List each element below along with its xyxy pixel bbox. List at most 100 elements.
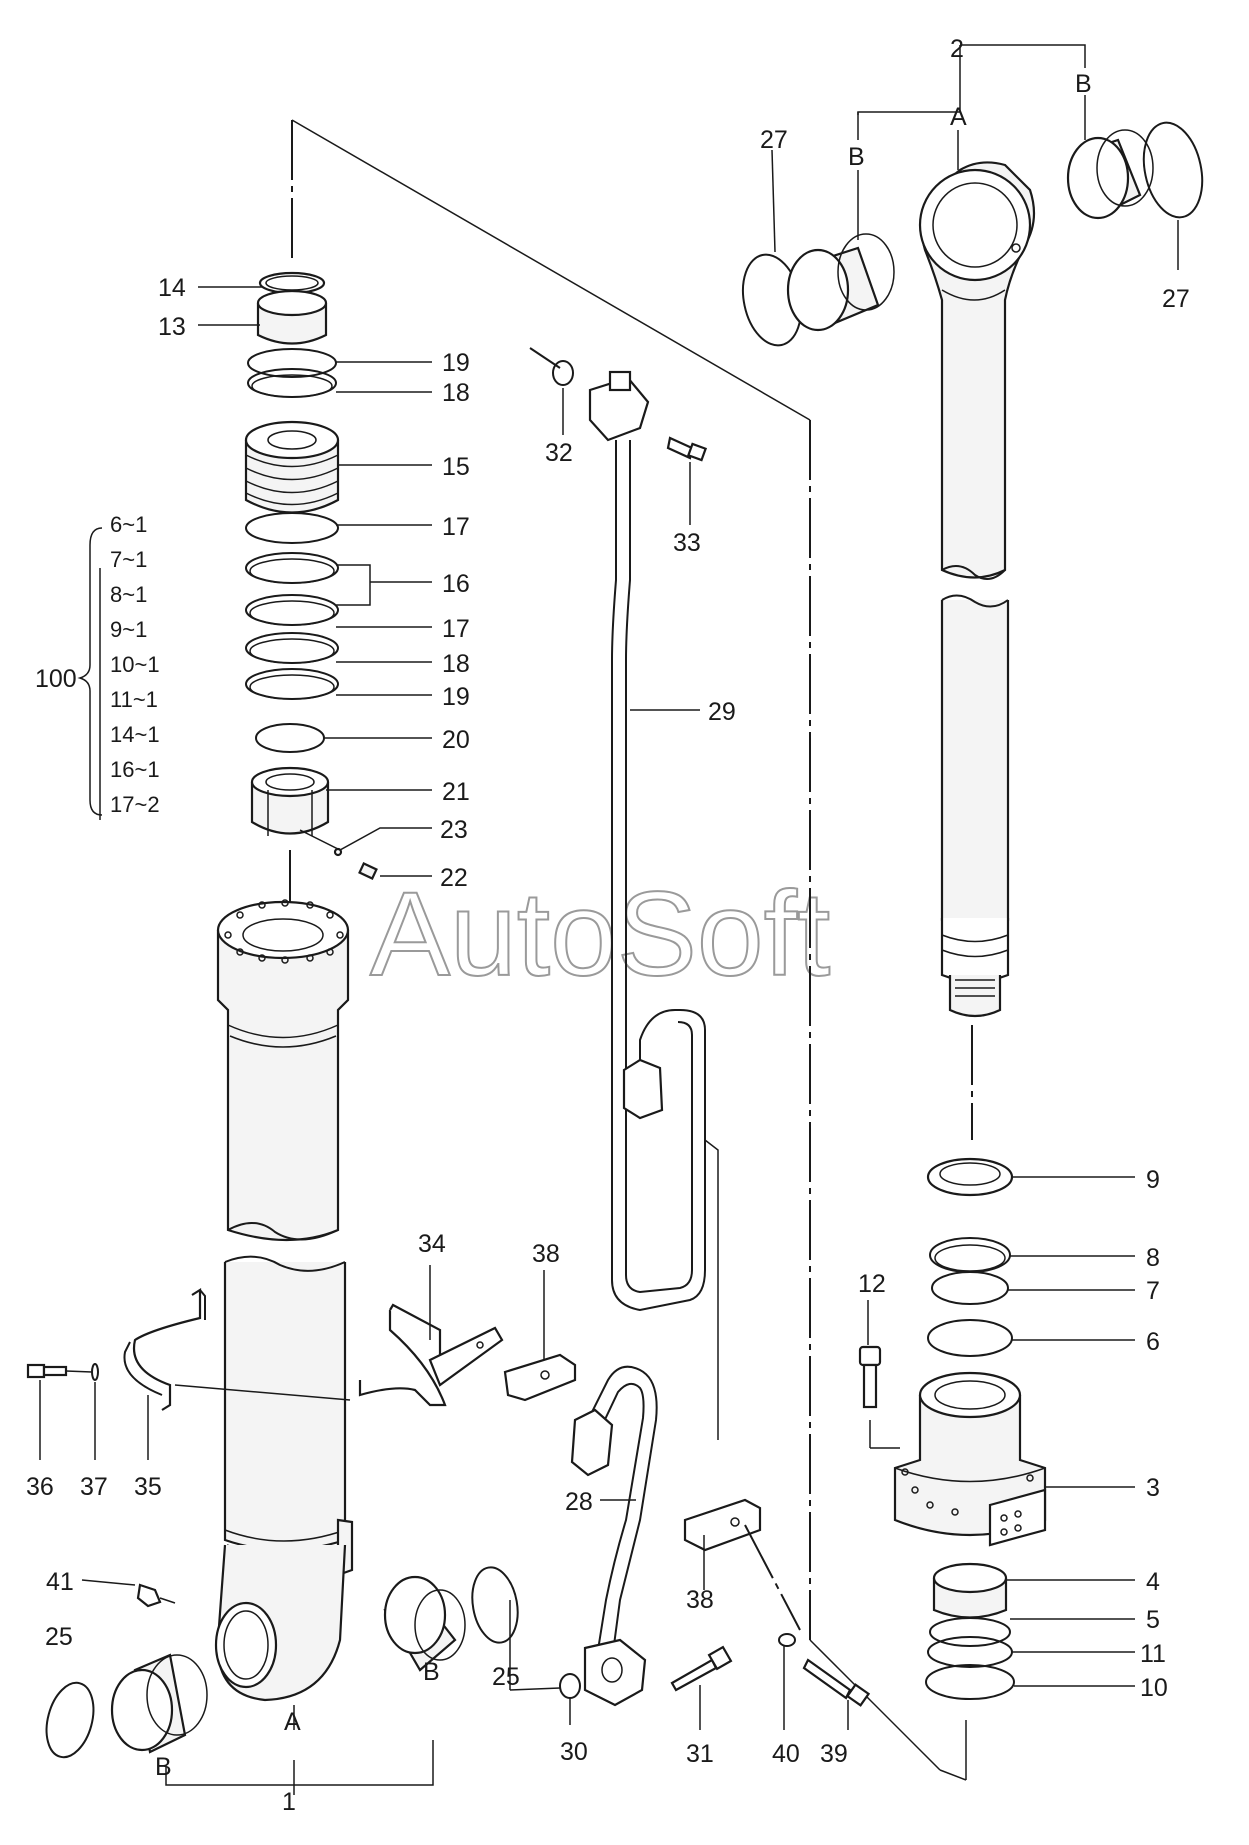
callout-33: 33 <box>673 529 701 557</box>
callout-40: 40 <box>772 1740 800 1768</box>
callout-4: 4 <box>1146 1568 1160 1596</box>
callout-18: 18 <box>442 379 470 407</box>
letter-b: B <box>423 1658 440 1686</box>
part-41-fitting <box>136 1583 176 1608</box>
watermark: AutoSoft <box>370 867 830 1001</box>
guide-line <box>809 1639 941 1771</box>
callout-6: 6 <box>1146 1328 1160 1356</box>
kit-item: 17~2 <box>110 792 160 817</box>
callout-27: 27 <box>1162 285 1190 313</box>
part-19-18-seals <box>247 348 337 398</box>
part-37-washer <box>91 1363 99 1381</box>
part-40-washer <box>778 1633 796 1647</box>
callout-35: 35 <box>134 1473 162 1501</box>
callout-30: 30 <box>560 1738 588 1766</box>
part-9-seal <box>926 1157 1014 1197</box>
callout-38: 38 <box>686 1586 714 1614</box>
part-12-bolt <box>858 1345 882 1409</box>
part-34-bracket <box>358 1303 504 1407</box>
callout-27: 27 <box>760 126 788 154</box>
bushing-b-right <box>383 1575 466 1672</box>
callout-23: 23 <box>440 816 468 844</box>
bushing-b-left <box>110 1653 208 1754</box>
callout-10: 10 <box>1140 1674 1168 1702</box>
callout-11: 11 <box>1140 1640 1166 1668</box>
part-28-hose <box>570 1365 658 1707</box>
callout-19: 19 <box>442 683 470 711</box>
callout-20: 20 <box>442 726 470 754</box>
kit-item: 10~1 <box>110 652 160 677</box>
part-27-ring-right <box>1142 121 1204 219</box>
part-5-ring <box>929 1617 1011 1647</box>
part-30-oring <box>559 1673 581 1699</box>
callout-32: 32 <box>545 439 573 467</box>
callout-8: 8 <box>1146 1244 1160 1272</box>
callout-29: 29 <box>708 698 736 726</box>
callout-12: 12 <box>858 1270 886 1298</box>
callout-1: 1 <box>282 1788 296 1816</box>
callout-15: 15 <box>442 453 470 481</box>
kit-item: 7~1 <box>110 547 147 572</box>
callout-38: 38 <box>532 1240 560 1268</box>
callout-21: 21 <box>442 778 470 806</box>
cylinder-tube <box>216 899 350 1242</box>
callout-3: 3 <box>1146 1474 1160 1502</box>
callout-36: 36 <box>26 1473 54 1501</box>
callout-5: 5 <box>1146 1606 1160 1634</box>
part-35-clamp <box>123 1288 206 1411</box>
callout-2: 2 <box>950 35 964 63</box>
callout-39: 39 <box>820 1740 848 1768</box>
part-7-ring <box>931 1271 1009 1305</box>
callout-28: 28 <box>565 1488 593 1516</box>
part-11-ring <box>927 1636 1013 1668</box>
letter-b: B <box>1075 70 1092 98</box>
kit-item: 8~1 <box>110 582 147 607</box>
part-6-ring <box>927 1319 1013 1357</box>
part-8-ring-inner <box>934 1244 1006 1272</box>
callout-31: 31 <box>686 1740 714 1768</box>
reference-letters: A B B A B B <box>155 70 1092 1781</box>
part-25-ring-left <box>45 1681 95 1759</box>
kit-item: 6~1 <box>110 512 147 537</box>
guide-line <box>174 1384 351 1401</box>
part-29-tube <box>588 370 719 1440</box>
part-15-piston <box>244 420 340 514</box>
callout-13: 13 <box>158 313 186 341</box>
callout-25: 25 <box>492 1663 520 1691</box>
part-25-ring-right <box>471 1566 519 1644</box>
guide-line <box>509 1687 561 1691</box>
part-36-bolt <box>26 1363 68 1379</box>
part-10-ring <box>925 1664 1015 1700</box>
part-13-bushing <box>256 289 328 345</box>
callout-19: 19 <box>442 349 470 377</box>
kit-item: 14~1 <box>110 722 160 747</box>
assembly-label: 100 <box>35 665 77 693</box>
guide-line <box>529 347 561 369</box>
callout-14: 14 <box>158 274 186 302</box>
callout-17: 17 <box>442 615 470 643</box>
part-8-ring <box>929 1237 1011 1273</box>
part-38-clip-lower <box>683 1498 762 1552</box>
guide-line <box>744 1524 801 1631</box>
part-39-bolt <box>802 1658 871 1707</box>
guide-line <box>939 1769 967 1781</box>
part-33-bolt <box>666 436 708 462</box>
guide-line <box>291 119 811 421</box>
part-4-bushing <box>932 1562 1008 1619</box>
part-20-ring <box>255 723 325 753</box>
callout-34: 34 <box>418 1230 446 1258</box>
leader-lines <box>39 44 1179 1795</box>
kit-item: 11~1 <box>110 687 158 712</box>
callout-17: 17 <box>442 513 470 541</box>
part-38-clip-upper <box>503 1353 577 1402</box>
kit-item: 9~1 <box>110 617 147 642</box>
callout-7: 7 <box>1146 1277 1160 1305</box>
bushing-b-top-right <box>1066 129 1154 220</box>
callout-37: 37 <box>80 1473 108 1501</box>
callout-22: 22 <box>440 864 468 892</box>
letter-b: B <box>848 143 865 171</box>
letter-a: A <box>950 103 967 131</box>
part-16-17-rings <box>245 512 339 700</box>
bushing-b-top-left <box>786 233 895 332</box>
